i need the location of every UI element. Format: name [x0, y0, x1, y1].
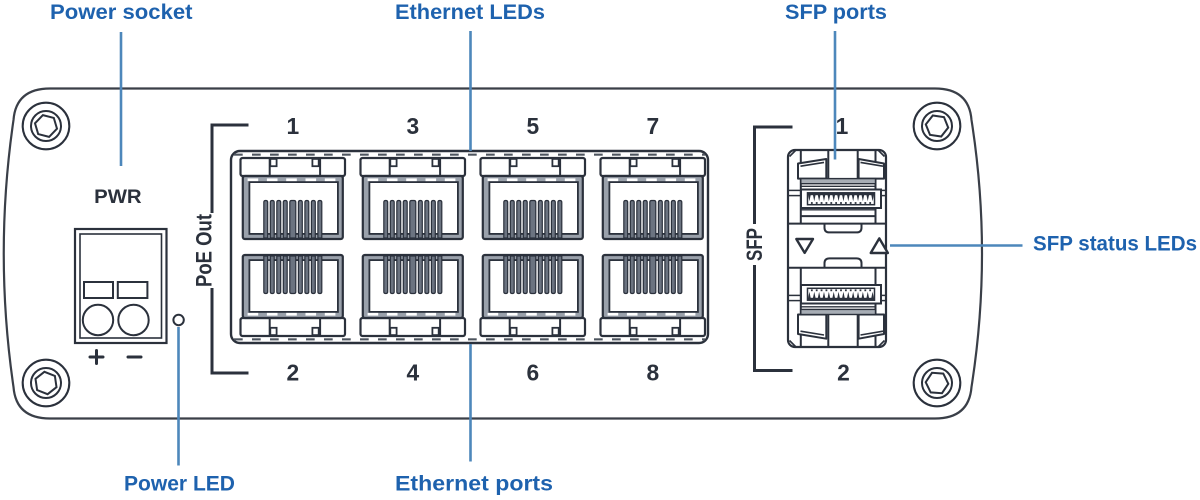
svg-text:5: 5	[526, 113, 539, 139]
svg-text:4: 4	[406, 360, 419, 386]
svg-text:SFP status LEDs: SFP status LEDs	[1033, 231, 1197, 255]
svg-text:PoE Out: PoE Out	[192, 213, 217, 287]
svg-text:7: 7	[646, 113, 659, 139]
svg-text:SFP ports: SFP ports	[785, 0, 887, 24]
svg-text:1: 1	[286, 113, 299, 139]
svg-text:Ethernet LEDs: Ethernet LEDs	[395, 0, 545, 24]
svg-text:8: 8	[646, 360, 659, 386]
svg-text:Ethernet ports: Ethernet ports	[395, 471, 553, 495]
svg-text:6: 6	[526, 360, 539, 386]
svg-text:2: 2	[286, 360, 299, 386]
svg-text:Power socket: Power socket	[50, 0, 193, 24]
svg-text:2: 2	[837, 360, 850, 386]
svg-text:SFP: SFP	[742, 228, 767, 261]
svg-text:3: 3	[406, 113, 419, 139]
svg-text:Power LED: Power LED	[124, 471, 235, 495]
svg-text:1: 1	[836, 113, 849, 139]
svg-text:PWR: PWR	[94, 187, 142, 208]
